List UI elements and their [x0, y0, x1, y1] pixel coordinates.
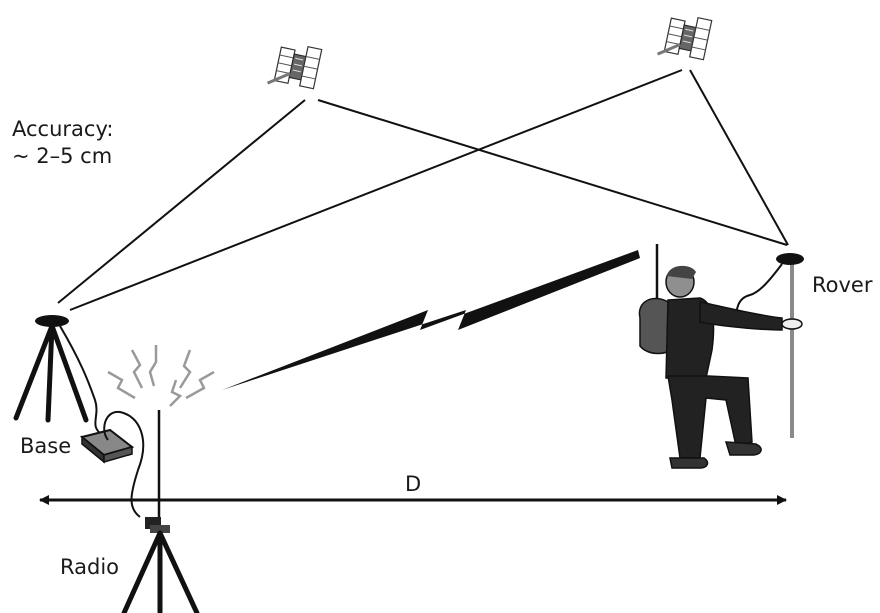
lightning-signal-icon [222, 250, 640, 390]
radio-transmit-sparks [107, 345, 215, 407]
sat2-to-base-line [69, 69, 683, 311]
tripod-icon [13, 323, 89, 423]
radio-station [107, 345, 215, 613]
accuracy-title: Accuracy: [12, 117, 114, 141]
sat2-to-rover-line [689, 69, 789, 246]
tripod-icon [121, 530, 200, 613]
receiver-box [79, 428, 135, 464]
sat1-to-base-line [57, 99, 306, 304]
sat1-to-rover-line [317, 99, 788, 246]
radio-label: Radio [60, 555, 120, 579]
satellite-signal-lines [57, 69, 789, 311]
accuracy-value: ~ 2–5 cm [12, 144, 113, 168]
base-station [13, 315, 145, 518]
surveyor-figure-icon [638, 265, 803, 469]
gps-antenna-icon [776, 253, 804, 265]
gps-antenna-icon [35, 315, 69, 327]
distance-label: D [405, 472, 422, 496]
base-label: Base [20, 434, 72, 458]
satellite-icon [656, 9, 714, 66]
satellite-icon [266, 38, 324, 95]
rover-label: Rover [812, 273, 873, 297]
